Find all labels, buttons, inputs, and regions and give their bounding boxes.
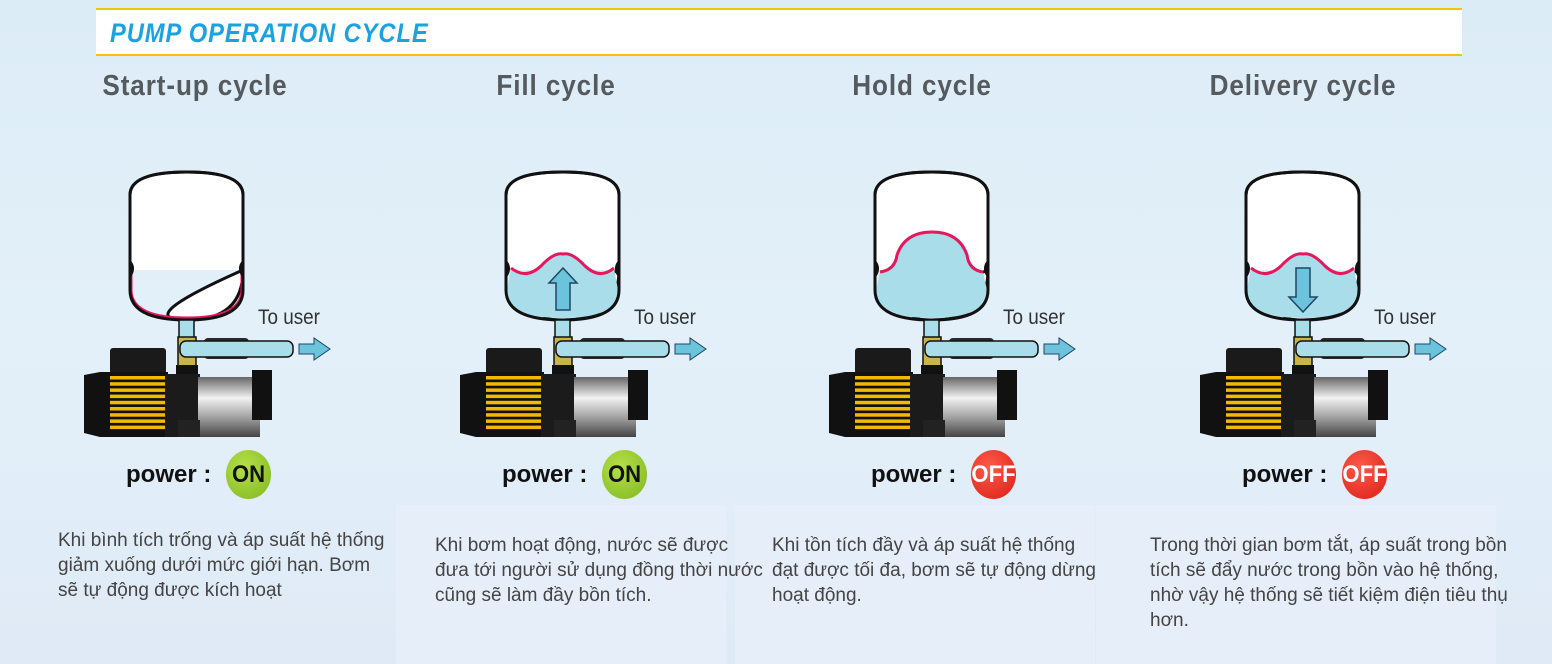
to-user-label: To user — [634, 306, 696, 329]
power-status-badge: ON — [225, 450, 272, 499]
to-user-label: To user — [258, 306, 320, 329]
power-status-badge: OFF — [970, 450, 1017, 499]
flow-arrow-icon — [674, 337, 707, 361]
cycle-description: Khi tồn tích đầy và áp suất hệ thống đạt… — [772, 535, 1096, 606]
up-arrow-icon — [547, 266, 579, 311]
pump-tank-diagram — [84, 170, 331, 437]
cycle-heading: Delivery cycle — [1209, 70, 1397, 102]
flow-arrow-icon — [298, 337, 331, 361]
title-banner: PUMP OPERATION CYCLE — [96, 8, 1462, 56]
cycle-panel-fill: Fill cycle To user power : ON Khi bơm ho… — [376, 0, 763, 664]
flow-arrow-icon — [1043, 337, 1076, 361]
to-user-label: To user — [1003, 306, 1065, 329]
cycle-description: Khi bình tích trống và áp suất hệ thống … — [58, 530, 385, 601]
outlet-pipe — [555, 340, 670, 358]
pump-tank-diagram — [1200, 170, 1447, 437]
tank-outline — [128, 170, 245, 322]
outlet-pipe — [924, 340, 1039, 358]
to-user-label: To user — [1374, 306, 1436, 329]
cycle-panel-delivery: Delivery cycle To user power : OFF Trong… — [1096, 0, 1508, 664]
power-label: power : — [1242, 461, 1328, 488]
cycle-panel-hold: Hold cycle To user power : OFF Khi tồn t… — [735, 0, 1121, 664]
cycle-heading: Fill cycle — [496, 70, 616, 102]
down-arrow-icon — [1287, 267, 1319, 314]
power-label: power : — [871, 461, 957, 488]
cycle-heading: Start-up cycle — [102, 70, 288, 102]
power-status-badge: ON — [601, 450, 648, 499]
cycle-panel-startup: Start-up cycle To user power : ON Khi bì… — [0, 0, 384, 664]
description-background — [735, 505, 1095, 664]
flow-arrow-icon — [1414, 337, 1447, 361]
page-title: PUMP OPERATION CYCLE — [110, 18, 429, 48]
description-background — [396, 505, 726, 664]
cycle-description: Trong thời gian bơm tắt, áp suất trong b… — [1150, 535, 1508, 631]
outlet-pipe — [1295, 340, 1410, 358]
description-background — [1096, 505, 1496, 664]
cycle-heading: Hold cycle — [852, 70, 992, 102]
pump-tank-diagram — [460, 170, 707, 437]
cycle-description: Khi bơm hoạt động, nước sẽ được đưa tới … — [435, 535, 763, 606]
pump-tank-diagram — [829, 170, 1076, 437]
power-label: power : — [126, 461, 212, 488]
power-label: power : — [502, 461, 588, 488]
outlet-pipe — [179, 340, 294, 358]
power-status-badge: OFF — [1341, 450, 1388, 499]
